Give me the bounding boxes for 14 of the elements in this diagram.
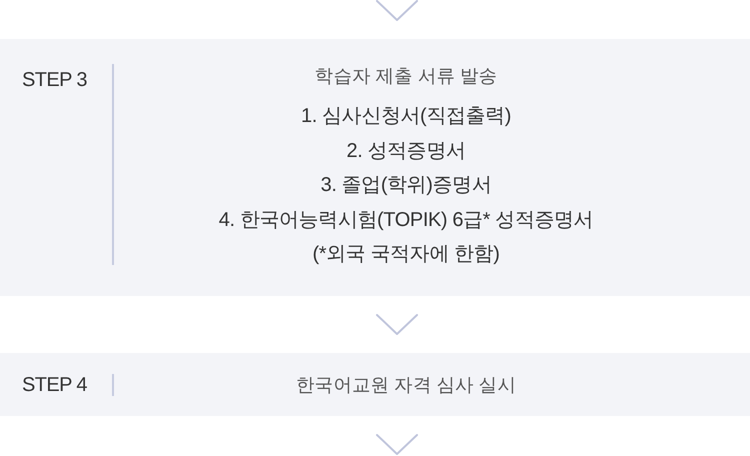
step-label: STEP 4 [22,373,87,397]
step-heading: 학습자 제출 서류 발송 [314,64,498,88]
chevron-arrow [376,0,418,21]
step-label: STEP 3 [22,68,87,92]
step-band [0,353,750,416]
chevron-arrow [376,314,418,335]
document-item: 4. 한국어능력시험(TOPIK) 6급* 성적증명서 [218,208,594,232]
document-item: 2. 성적증명서 [346,138,466,164]
note-text: (*외국 국적자에 한함) [312,242,500,267]
document-item: 1. 심사신청서(직접출력) [301,104,511,129]
step-description: 한국어교원 자격 심사 실시 [296,373,516,397]
chevron-arrow [376,434,418,455]
document-item: 3. 졸업(학위)증명서 [320,173,492,198]
step-band [0,39,750,296]
